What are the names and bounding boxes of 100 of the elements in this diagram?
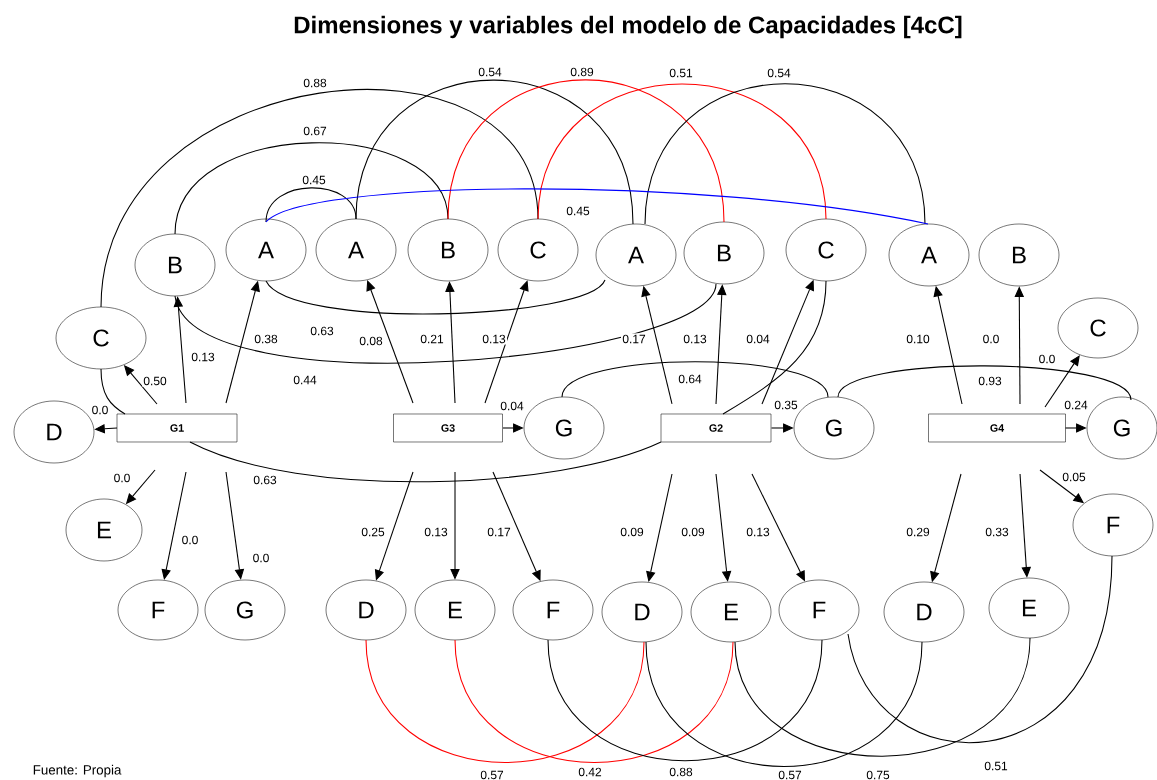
ellipse-node: F: [1072, 493, 1154, 557]
edge-label: 0.57: [777, 769, 803, 780]
edge-label: 0.45: [301, 174, 327, 186]
ellipse-node: B: [683, 221, 765, 285]
connector-curve: [837, 365, 1132, 401]
edge-label: 0.51: [668, 67, 694, 79]
connector-curve: [561, 361, 829, 398]
edge-label: 0.54: [766, 67, 792, 79]
ellipse-node: C: [497, 218, 579, 282]
ellipse-node: A: [888, 223, 970, 287]
edge-label: 0.0: [981, 333, 1001, 345]
arrow: [715, 473, 732, 582]
edge-label: 0.75: [865, 769, 891, 780]
ellipse-node: A: [595, 223, 677, 287]
ellipse-node: C: [55, 306, 147, 370]
edge-label: 0.04: [499, 400, 525, 412]
ellipse-node: B: [407, 218, 489, 282]
edge-label: 0.0: [112, 472, 132, 484]
edge-label: 0.17: [621, 333, 647, 345]
ellipse-node: D: [883, 581, 965, 643]
connector-curve: [454, 639, 734, 764]
ellipse-node: B: [978, 223, 1060, 287]
edge-label: 0.21: [419, 333, 445, 345]
ellipse-node: A: [225, 218, 307, 282]
edge-label: 0.88: [302, 77, 328, 89]
ellipse-node: F: [512, 579, 594, 641]
group-box: G1: [116, 413, 238, 443]
edge-label: 0.45: [565, 205, 591, 217]
ellipse-node: D: [601, 581, 683, 643]
connector-curve: [645, 641, 923, 768]
edge-label: 0.13: [682, 333, 708, 345]
arrow: [1044, 355, 1080, 408]
edge-label: 0.08: [358, 335, 384, 347]
edge-label: 0.05: [1061, 471, 1087, 483]
edge-label: 0.33: [984, 526, 1010, 538]
edge-label: 0.24: [1063, 399, 1089, 411]
edge-label: 0.57: [479, 769, 505, 780]
edge-label: 0.63: [252, 474, 278, 486]
connector-curve: [265, 279, 606, 315]
edge-label: 0.17: [486, 526, 512, 538]
ellipse-node: E: [414, 579, 496, 641]
edge-label: 0.38: [253, 333, 279, 345]
connector-curve: [174, 142, 449, 235]
edge-label: 0.09: [680, 526, 706, 538]
edge-label: 0.13: [745, 526, 771, 538]
ellipse-node: G: [523, 396, 605, 460]
edge-label: 0.25: [360, 526, 386, 538]
group-box: G2: [660, 413, 772, 443]
edge-label: 0.50: [142, 375, 168, 387]
connector-curve: [722, 280, 827, 415]
edge-label: 0.51: [983, 760, 1009, 772]
edge-label: 0.13: [423, 526, 449, 538]
ellipse-node: E: [65, 498, 143, 562]
connector-curve: [265, 188, 929, 225]
edge-label: 0.04: [745, 333, 771, 345]
edge-label: 0.44: [292, 374, 318, 386]
connector-curve: [847, 555, 1113, 743]
connector-curve: [537, 83, 827, 220]
connector-curve: [734, 637, 1031, 757]
title: Dimensiones y variables del modelo de Capacidades [4cC]: [294, 15, 962, 39]
edge-label: 0.0: [1037, 353, 1057, 365]
connector-curve: [547, 639, 823, 762]
edge-label: 0.63: [309, 325, 335, 337]
connector-curve: [100, 88, 539, 308]
caption: Fuente: Propia: [33, 764, 122, 778]
connector-curve: [355, 79, 634, 225]
connector-curve: [265, 187, 357, 223]
edge-label: 0.67: [302, 125, 328, 137]
ellipse-node: E: [690, 581, 772, 643]
edge-label: 0.0: [251, 552, 271, 564]
edge-label: 0.29: [905, 526, 931, 538]
ellipse-node: F: [778, 579, 860, 641]
edge-label: 0.10: [905, 333, 931, 345]
ellipse-node: G: [204, 579, 286, 641]
connector-curve: [189, 441, 662, 483]
connector-curve: [174, 283, 717, 364]
ellipse-node: F: [117, 579, 199, 641]
edge-label: 0.0: [180, 534, 200, 546]
arrow: [366, 280, 414, 404]
edge-label: 0.09: [619, 526, 645, 538]
ellipse-node: A: [315, 218, 397, 282]
ellipse-node: B: [134, 233, 216, 297]
edge-label: 0.42: [577, 766, 603, 778]
ellipse-node: C: [1057, 297, 1139, 359]
connector-curve: [100, 368, 126, 415]
arrow: [484, 280, 529, 404]
edge-label: 0.64: [677, 373, 703, 385]
arrow: [225, 471, 245, 580]
ellipse-node: C: [785, 218, 867, 282]
group-box: G3: [393, 413, 503, 443]
edge-label: 0.13: [481, 333, 507, 345]
connector-curve: [365, 639, 645, 764]
edge-label: 0.13: [190, 351, 216, 363]
edge-label: 0.89: [569, 66, 595, 78]
edge-label: 0.93: [977, 375, 1003, 387]
connector-curve: [447, 79, 725, 223]
edge-label: 0.54: [477, 66, 503, 78]
ellipse-node: E: [988, 577, 1070, 639]
group-box: G4: [928, 413, 1066, 443]
edge-label: 0.88: [668, 766, 694, 778]
